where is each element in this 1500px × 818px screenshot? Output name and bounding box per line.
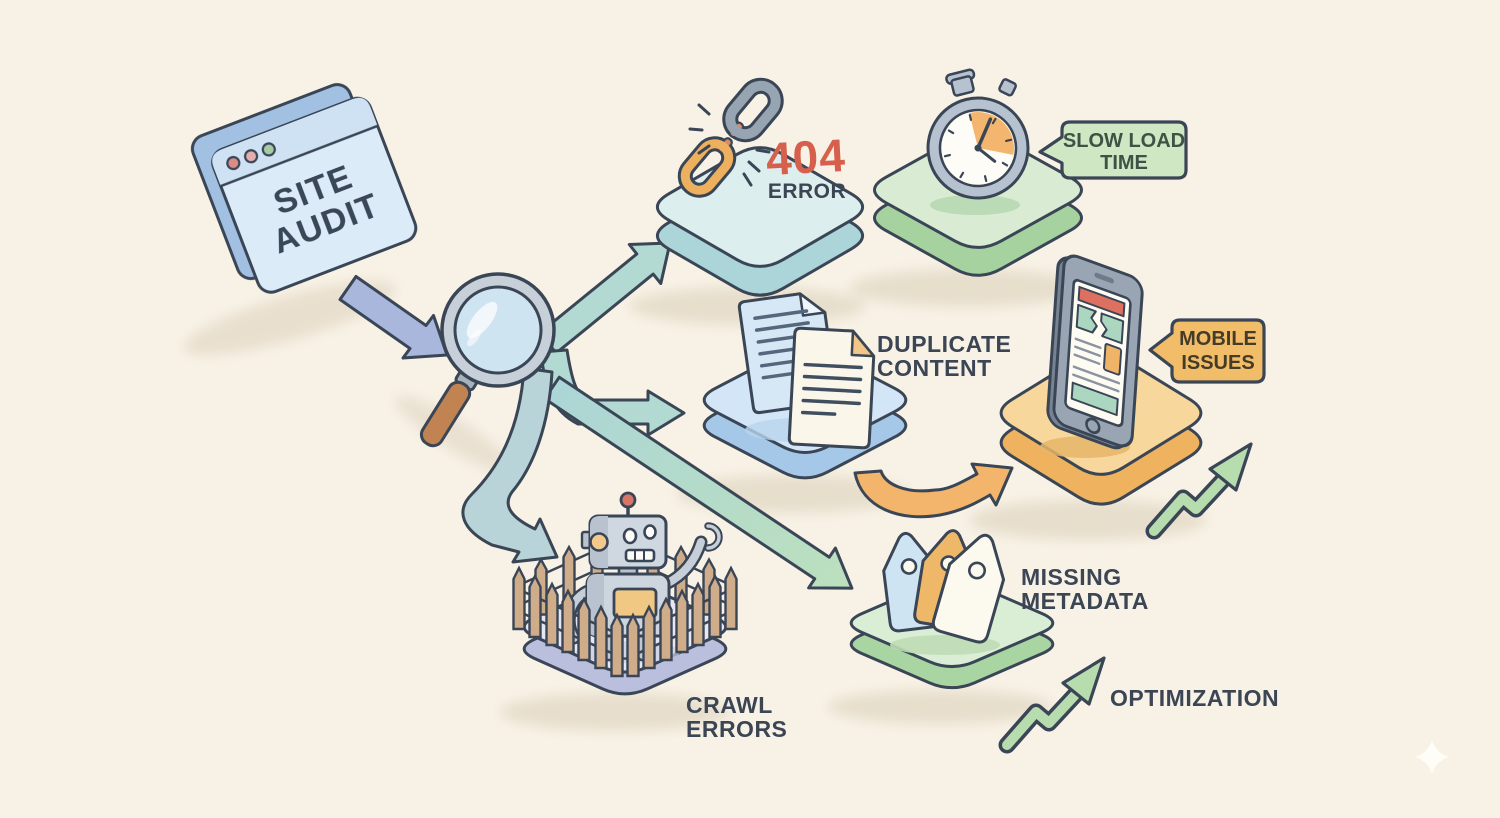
slow-load-badge: SLOW LOAD TIME: [1038, 120, 1188, 180]
label-metadata-line1: MISSING: [1021, 564, 1122, 590]
fence-front: [512, 566, 738, 678]
browser-dot-green: [261, 142, 276, 157]
audit-arrow: [338, 275, 449, 360]
branch-arrows: [461, 241, 854, 590]
browser-dot-red: [226, 155, 241, 171]
node-missing-metadata: MISSING METADATA: [849, 524, 1149, 690]
node-crawl-errors: CRAWL ERRORS: [512, 491, 787, 742]
arrow-to-crawl: [461, 366, 559, 564]
arrow-to-metadata: [543, 375, 854, 590]
node-duplicate-content: DUPLICATE CONTENT: [702, 292, 1011, 480]
label-crawl-line2: ERRORS: [686, 716, 787, 742]
arrow-to-mobile: [853, 462, 1014, 519]
label-crawl-line1: CRAWL: [686, 692, 773, 718]
node-slow-load: [872, 68, 1084, 278]
documents-icon: [737, 292, 876, 450]
mobile-issues-badge-line2: ISSUES: [1181, 352, 1254, 374]
label-metadata-line2: METADATA: [1021, 588, 1149, 614]
label-duplicate-line2: CONTENT: [877, 355, 992, 381]
slow-load-badge-line2: TIME: [1100, 152, 1148, 174]
node-mobile-issues: [999, 254, 1203, 507]
node-404-error: 404 ERROR: [655, 77, 865, 298]
stopwatch-icon: [926, 68, 1030, 200]
browser-window-icon: SITE AUDIT: [190, 83, 418, 294]
price-tags-icon: [877, 524, 1014, 644]
browser-dot-pink: [243, 149, 259, 164]
robot-head: [580, 491, 668, 570]
break-spark-lines: [688, 103, 771, 187]
smartphone-icon: [1046, 254, 1144, 450]
label-optimization: OPTIMIZATION: [1110, 685, 1279, 711]
mobile-issues-badge: MOBILE ISSUES: [1148, 318, 1266, 384]
sparkle-icon: [1415, 740, 1449, 774]
arrow-to-404: [538, 241, 672, 355]
mobile-issues-badge-line1: MOBILE: [1179, 328, 1257, 350]
label-404-error: ERROR: [768, 180, 846, 203]
broken-chain-icon: [677, 77, 784, 198]
slow-load-badge-line1: SLOW LOAD: [1063, 130, 1185, 152]
label-duplicate-line1: DUPLICATE: [877, 331, 1011, 357]
magnifier-icon: [419, 272, 556, 448]
label-404: 404: [765, 129, 847, 185]
